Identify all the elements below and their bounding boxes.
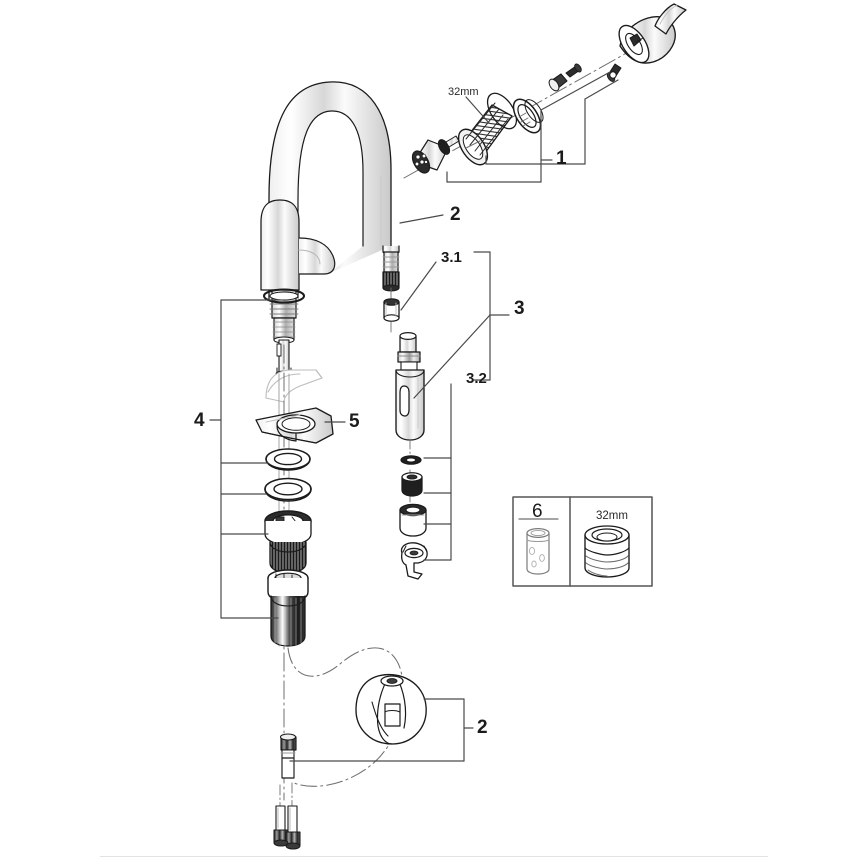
part-4-washer-upper: [265, 448, 311, 471]
inset-cartridge-32mm: [584, 525, 630, 578]
part-3-spray-head: [395, 332, 425, 441]
inset-filter-sleeve: [526, 527, 550, 575]
callout-5: 5: [349, 411, 360, 432]
spout-base-shank: [262, 288, 306, 378]
callout-4: 4: [194, 410, 205, 431]
part-2-hose-weight: [355, 674, 427, 745]
callout-2-hose-bottom: 2: [477, 717, 488, 738]
part-1-handle-cap: [618, 3, 687, 64]
callout-1: 1: [556, 148, 567, 169]
dimension-32mm-inset: 32mm: [596, 510, 628, 522]
footer-rule: [100, 856, 768, 857]
part-3-1-coupling-nut: [383, 287, 400, 335]
part-4-threaded-sleeve: [267, 569, 309, 647]
inset-box: [512, 496, 653, 587]
part-1-seal-ring: [512, 98, 544, 134]
faucet-spout-body: [260, 81, 392, 301]
mounting-screws: [273, 782, 301, 850]
callout-3-2: 3.2: [466, 370, 487, 387]
hose-loop-phantom: [287, 647, 405, 787]
callout-2-hose-top: 2: [450, 204, 461, 225]
callout-3-1: 3.1: [441, 249, 462, 266]
part-4-fixing-nut: [264, 510, 312, 574]
part-1-grub-screw-set: [548, 63, 582, 92]
part-1-aerator: [411, 135, 460, 174]
part-3-2-nozzle-kit: [399, 439, 428, 580]
part-1-threaded-sleeve: [457, 92, 518, 166]
part-2-hose-top: [382, 245, 400, 292]
inset-panel-number-6: 6: [532, 501, 543, 522]
dimension-32mm-spout: 32mm: [448, 86, 479, 98]
part-2-hose-connector: [279, 733, 297, 779]
callout-3: 3: [514, 298, 525, 319]
part-5-stabilising-plate: [255, 407, 334, 444]
ghost-bracket: [265, 369, 323, 403]
part-4-washer-lower: [264, 477, 312, 502]
leader-lines: [209, 71, 619, 762]
part-1-handle-screw: [606, 63, 622, 82]
